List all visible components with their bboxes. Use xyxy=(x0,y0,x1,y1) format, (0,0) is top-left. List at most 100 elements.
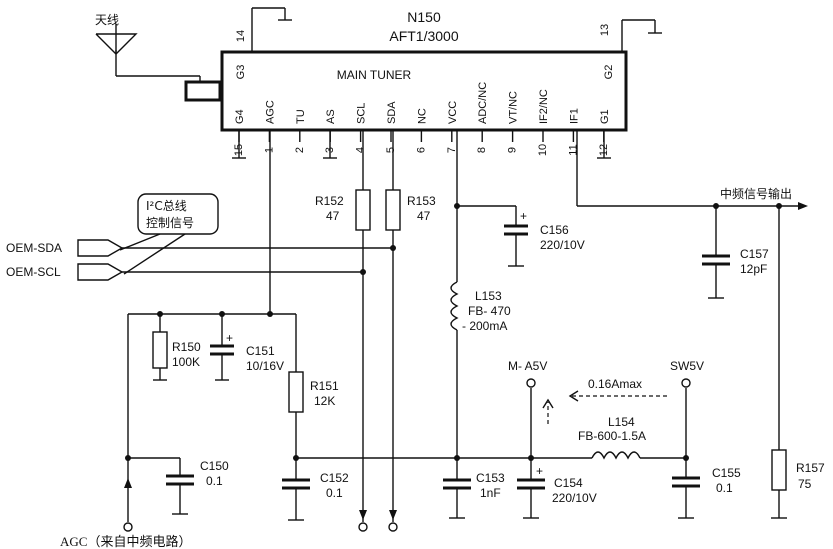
r151-ref: R151 xyxy=(310,379,339,393)
agc-network: R150 100K + C151 10/16V R151 12K AGC（来自中… xyxy=(60,130,339,549)
pin-number: 5 xyxy=(385,147,397,153)
c152-ref: C152 xyxy=(320,471,349,485)
c157-value: 12pF xyxy=(740,262,767,276)
pin-label: G1 xyxy=(599,109,611,124)
pin-num-14: 14 xyxy=(235,30,247,42)
r151-value: 12K xyxy=(314,394,335,408)
oem-scl-label: OEM-SCL xyxy=(6,265,61,279)
vcc-branch: + C156 220/10V L153 FB- 470 - 200mA xyxy=(450,130,585,461)
c154-ref: C154 xyxy=(554,476,583,490)
r150-ref: R150 xyxy=(172,340,201,354)
ma5v-label: M- A5V xyxy=(508,359,547,373)
tuner-ic: N150 AFT1/3000 MAIN TUNER 14 G3 13 G2 xyxy=(115,7,662,132)
pin-label: ADC/NC xyxy=(477,82,489,124)
c153-ref: C153 xyxy=(476,471,505,485)
oem-scl-connector xyxy=(77,263,124,281)
c151-value: 10/16V xyxy=(246,359,284,373)
scl-terminal xyxy=(358,522,368,532)
l153-ref: L153 xyxy=(475,289,502,303)
ic-body xyxy=(220,50,628,132)
i2c-callout-line1: I²C总线 xyxy=(146,199,187,213)
l153-coil xyxy=(450,281,459,331)
sw5v-label: SW5V xyxy=(670,359,704,373)
r157-ref: R157 xyxy=(796,461,825,475)
c153-value: 1nF xyxy=(480,486,501,500)
pin-label: AS xyxy=(325,109,337,124)
i2c-callout: I²C总线 控制信号 xyxy=(119,193,219,275)
current-label: 0.16Amax xyxy=(588,377,642,391)
supply-rail: C152 0.1 C153 1nF + C154 220/10V M- A5V … xyxy=(282,359,741,521)
c154-plus: + xyxy=(536,464,543,478)
pin-label: SDA xyxy=(386,101,398,124)
pin-label: VCC xyxy=(447,101,459,124)
r150-body xyxy=(152,331,168,369)
c156-value: 220/10V xyxy=(540,238,585,252)
i2c-callout-line2: 控制信号 xyxy=(146,216,194,230)
r153-body xyxy=(385,189,401,231)
c150-value: 0.1 xyxy=(206,474,223,488)
pin-label: IF2/NC xyxy=(538,89,550,124)
oem-sda-label: OEM-SDA xyxy=(6,241,62,255)
r152-value: 47 xyxy=(326,209,340,223)
pin-label: TU xyxy=(295,109,307,124)
pin-label: G4 xyxy=(234,109,246,124)
pin-label: SCL xyxy=(356,103,368,124)
c155-ref: C155 xyxy=(712,466,741,480)
pin-label: NC xyxy=(416,108,428,124)
oem-sda-connector xyxy=(77,239,124,257)
antenna-connector xyxy=(184,80,222,102)
r151-body xyxy=(288,371,304,413)
ma5v-terminal xyxy=(526,378,536,388)
bus-branch: R152 47 R153 47 xyxy=(122,130,436,532)
sda-terminal xyxy=(388,522,398,532)
r157-value: 75 xyxy=(798,477,812,491)
r150-value: 100K xyxy=(172,355,200,369)
r153-ref: R153 xyxy=(407,194,436,208)
pin-number: 10 xyxy=(537,144,549,156)
c152-value: 0.1 xyxy=(326,486,343,500)
ic-block-label: MAIN TUNER xyxy=(337,68,412,82)
r152-body xyxy=(355,189,371,231)
if-output-label: 中频信号输出 xyxy=(720,186,792,201)
c157-ref: C157 xyxy=(740,247,769,261)
l154-ref: L154 xyxy=(608,415,635,429)
r152-ref: R152 xyxy=(315,194,344,208)
if-output: 中频信号输出 C157 12pF R157 75 xyxy=(576,130,825,519)
l154-coil xyxy=(591,451,641,460)
pin-number: 11 xyxy=(567,144,579,155)
pin-number: 7 xyxy=(446,147,458,153)
pin-number: 8 xyxy=(476,147,488,153)
pin-label: VT/NC xyxy=(508,91,520,124)
r153-value: 47 xyxy=(417,209,431,223)
ic-pins: G415AGC1TU2AS3SCL4SDA5NC6VCC7ADC/NC8VT/N… xyxy=(233,82,611,156)
l154-value: FB-600-1.5A xyxy=(578,429,646,443)
pin-num-13: 13 xyxy=(599,24,611,36)
l153-current: - 200mA xyxy=(462,319,507,333)
pin-number: 4 xyxy=(355,147,367,153)
agc-terminal xyxy=(123,522,133,532)
r157-body xyxy=(771,449,787,491)
c156-ref: C156 xyxy=(540,223,569,237)
pin-grounds xyxy=(232,130,611,159)
ic-model: AFT1/3000 xyxy=(389,28,458,44)
pin-number: 9 xyxy=(507,147,519,153)
pin-number: 6 xyxy=(415,147,427,153)
c154-value: 220/10V xyxy=(552,491,597,505)
c150-ref: C150 xyxy=(200,459,229,473)
pin-label-g2: G2 xyxy=(603,65,615,80)
c151-ref: C151 xyxy=(246,344,275,358)
l153-value: FB- 470 xyxy=(468,304,511,318)
c156-plus: + xyxy=(520,209,527,223)
sw5v-terminal xyxy=(681,378,691,388)
c155-value: 0.1 xyxy=(716,481,733,495)
agc-input-label: AGC（来自中频电路） xyxy=(60,534,191,549)
pin-label: IF1 xyxy=(568,108,580,124)
c151-plus: + xyxy=(226,331,233,345)
pin-label-g3: G3 xyxy=(235,65,247,80)
antenna-label: 天线 xyxy=(95,13,119,27)
oem-connectors: OEM-SDA OEM-SCL xyxy=(6,239,124,281)
antenna-icon xyxy=(95,24,138,55)
pin-label: AGC xyxy=(264,100,276,124)
pin-number: 2 xyxy=(294,147,306,153)
